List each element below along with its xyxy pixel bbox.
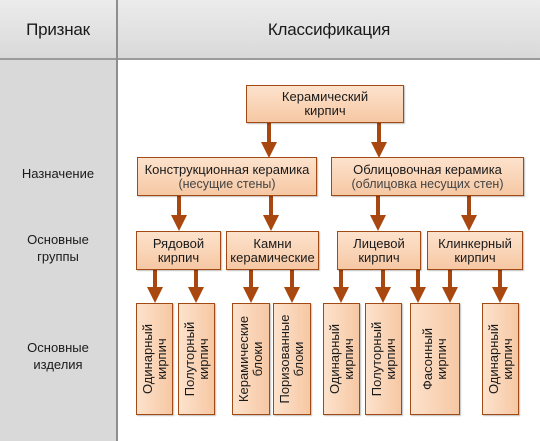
root-line2: кирпич — [304, 103, 346, 118]
group-ordinary-line1: Рядовой — [152, 235, 205, 251]
purpose-facing-note: (облицовка несущих стен) — [351, 176, 504, 191]
product-one-and-half-brick-2: Полуторный кирпич — [365, 303, 402, 415]
product-7-label: Фасонный кирпич — [420, 328, 449, 390]
column-divider — [116, 0, 118, 441]
product-4-line2: блоки — [291, 341, 306, 377]
group-face-line1: Лицевой — [353, 235, 405, 251]
group-face-line2: кирпич — [358, 249, 400, 265]
purpose-construction: Конструкционная керамика (несущие стены) — [137, 157, 317, 196]
product-4-label: Поризованные блоки — [277, 314, 306, 404]
product-5-line1: Одинарный — [326, 323, 342, 395]
header-classification: Классификация — [267, 20, 391, 39]
row-label-products: Основные изделия — [0, 339, 116, 373]
product-3-line2: блоки — [250, 341, 265, 377]
product-3-label: Керамические блоки — [236, 315, 265, 403]
product-1-label: Одинарный кирпич — [139, 323, 169, 395]
product-7-line1: Фасонный — [420, 328, 435, 390]
group-ceramic-stones: Камни керамические — [226, 231, 319, 270]
product-5-line2: кирпич — [340, 338, 356, 380]
product-one-and-half-brick-1: Полуторный кирпич — [178, 303, 215, 415]
product-7-line2: кирпич — [434, 338, 449, 380]
product-1-line2: кирпич — [153, 338, 169, 380]
group-clinker-line1: Клинкерный — [438, 235, 512, 251]
row-label-products-line2: изделия — [33, 357, 83, 372]
table-header — [0, 0, 540, 60]
product-1-line1: Одинарный — [139, 323, 155, 395]
row-label-purpose-text: Назначение — [21, 166, 95, 181]
product-6-line1: Полуторный — [368, 321, 384, 397]
product-5-label: Одинарный кирпич — [326, 323, 356, 395]
product-single-brick-3: Одинарный кирпич — [482, 303, 519, 415]
purpose-construction-title: Конструкционная керамика — [144, 161, 310, 177]
group-ordinary-brick: Рядовой кирпич — [136, 231, 221, 270]
group-clinker-line2: кирпич — [454, 249, 496, 265]
row-label-products-line1: Основные — [27, 340, 89, 355]
product-2-line2: кирпич — [195, 338, 211, 380]
purpose-facing: Облицовочная керамика (облицовка несущих… — [331, 157, 524, 196]
product-8-line2: кирпич — [499, 338, 515, 380]
criteria-column — [0, 0, 116, 441]
group-stones-line2: керамические — [230, 249, 315, 265]
product-6-line2: кирпич — [382, 338, 398, 380]
product-6-label: Полуторный кирпич — [368, 321, 398, 397]
root-line1: Керамический — [281, 89, 369, 104]
purpose-facing-title: Облицовочная керамика — [353, 161, 502, 177]
product-8-line1: Одинарный — [485, 323, 501, 395]
product-single-brick-2: Одинарный кирпич — [323, 303, 360, 415]
product-2-line1: Полуторный — [181, 321, 197, 397]
product-4-line1: Поризованные — [277, 314, 292, 404]
product-porous-blocks: Поризованные блоки — [273, 303, 311, 415]
purpose-construction-note: (несущие стены) — [178, 176, 276, 191]
header-criterion: Признак — [26, 20, 90, 39]
group-ordinary-line2: кирпич — [157, 249, 200, 265]
product-ceramic-blocks: Керамические блоки — [232, 303, 270, 415]
product-single-brick-1: Одинарный кирпич — [136, 303, 173, 415]
group-clinker-brick: Клинкерный кирпич — [427, 231, 523, 270]
row-label-groups-line1: Основные — [27, 232, 89, 247]
product-3-line1: Керамические — [236, 315, 251, 403]
product-shaped-brick: Фасонный кирпич — [410, 303, 460, 415]
row-label-groups-line2: группы — [37, 249, 79, 264]
product-2-label: Полуторный кирпич — [181, 321, 211, 397]
group-face-brick: Лицевой кирпич — [337, 231, 421, 270]
root-ceramic-brick: Керамический кирпич — [246, 85, 404, 123]
row-label-purpose: Назначение — [0, 165, 116, 182]
group-stones-line1: Камни — [253, 235, 292, 251]
product-8-label: Одинарный кирпич — [485, 323, 515, 395]
row-label-groups: Основные группы — [0, 231, 116, 265]
